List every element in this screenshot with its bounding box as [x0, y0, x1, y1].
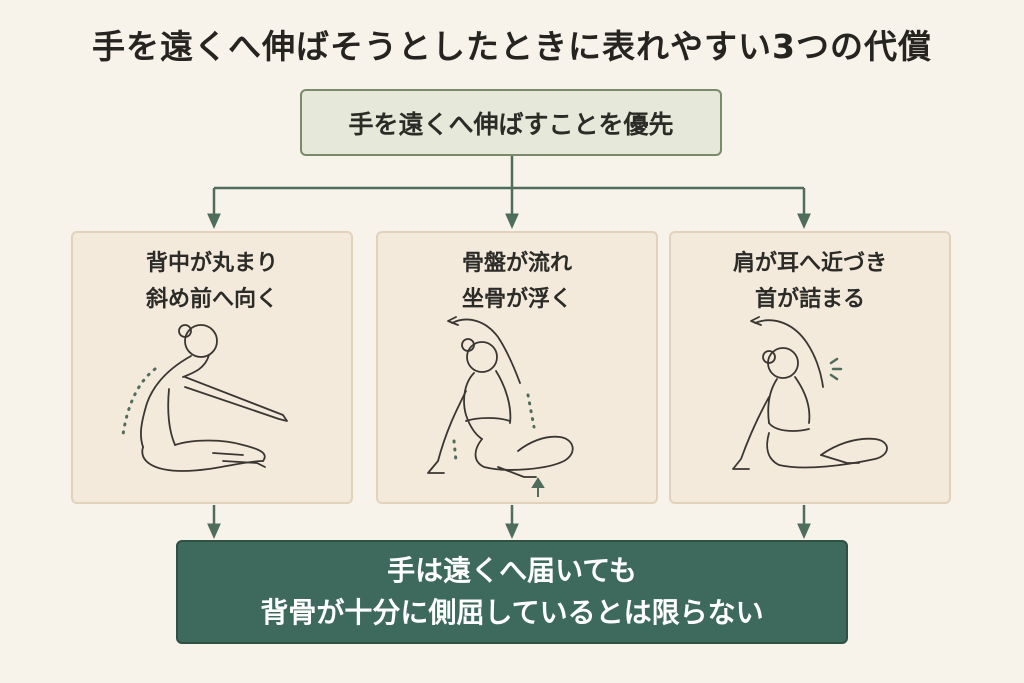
card-rounded-back: 背中が丸まり 斜め前へ向く	[71, 231, 353, 504]
strain-mark-3	[829, 373, 839, 381]
card-label-line-2: 首が詰まる	[754, 287, 865, 312]
pelvis-shift-indicator-1	[526, 393, 536, 429]
card-label: 肩が耳へ近づき 首が詰まる	[671, 246, 949, 318]
shoulder-neck-figure-illustration	[732, 316, 888, 470]
conclusion-box: 手は遠くへ届いても 背骨が十分に側屈しているとは限らない	[176, 540, 848, 644]
card-pelvis-shift: 骨盤が流れ 坐骨が浮く	[376, 231, 658, 504]
pelvis-shift-indicator-2	[452, 439, 458, 463]
card-label: 背中が丸まり 斜め前へ向く	[73, 246, 351, 318]
top-box: 手を遠くへ伸ばすことを優先	[300, 89, 722, 156]
strain-mark-1	[829, 357, 839, 365]
conclusion-line-2: 背骨が十分に側屈しているとは限らない	[260, 596, 764, 629]
card-label: 骨盤が流れ 坐骨が浮く	[378, 246, 656, 318]
card-label-line-2: 坐骨が浮く	[461, 287, 572, 312]
card-label-line-1: 背中が丸まり	[145, 251, 278, 276]
rounded-back-figure-illustration	[121, 324, 288, 472]
diagram-title: 手を遠くへ伸ばそうとしたときに表れやすい3つの代償	[92, 27, 932, 66]
curved-spine-indicator	[121, 367, 157, 437]
card-label-line-1: 骨盤が流れ	[461, 251, 572, 276]
pelvis-shift-figure-illustration	[427, 316, 574, 497]
conclusion-line-1: 手は遠くへ届いても	[387, 554, 637, 587]
card-label-line-1: 肩が耳へ近づき	[732, 251, 887, 276]
top-box-label: 手を遠くへ伸ばすことを優先	[348, 109, 674, 139]
card-shoulder-neck: 肩が耳へ近づき 首が詰まる	[669, 231, 951, 504]
card-label-line-2: 斜め前へ向く	[145, 287, 278, 312]
